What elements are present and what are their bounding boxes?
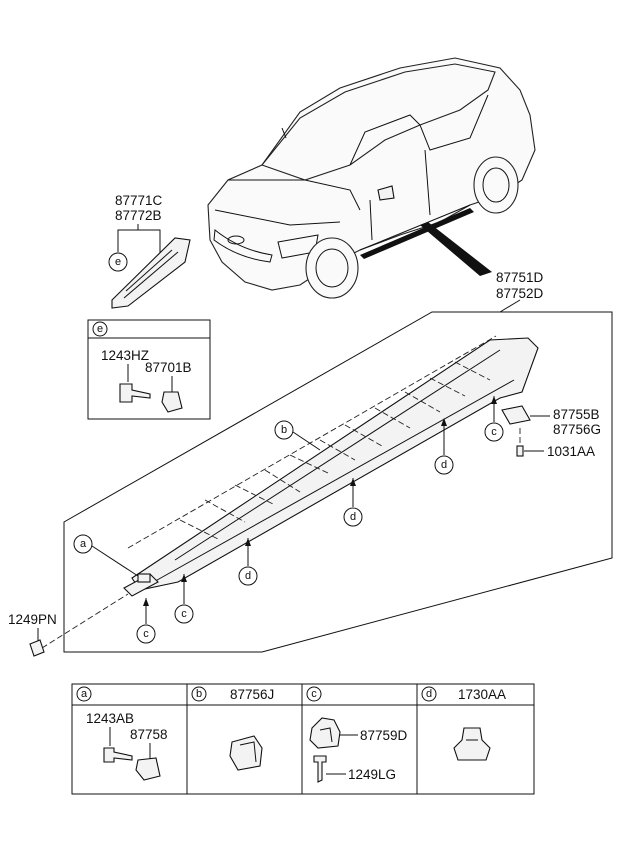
- svg-text:c: c: [143, 628, 149, 640]
- label-87752D: 87752D: [496, 286, 544, 301]
- label-87772B: 87772B: [115, 208, 162, 223]
- svg-text:d: d: [245, 570, 251, 582]
- table-cell-a: a 1243AB 87758: [76, 686, 168, 781]
- svg-text:d: d: [441, 459, 447, 471]
- label-1031AA: 1031AA: [547, 444, 595, 459]
- svg-text:a: a: [81, 688, 88, 700]
- screw-1243AB: [103, 747, 133, 763]
- nut-87758: [135, 757, 161, 781]
- svg-text:d: d: [426, 688, 432, 700]
- svg-text:d: d: [350, 511, 356, 523]
- clip-87759D: [309, 717, 341, 749]
- svg-text:a: a: [80, 538, 87, 550]
- callout-d-group: d d d: [238, 418, 454, 586]
- label-87756J: 87756J: [230, 687, 274, 702]
- label-87751D: 87751D: [496, 270, 544, 285]
- screw-1249PN: [29, 639, 45, 657]
- nut-87701B: [161, 391, 183, 413]
- label-87755B: 87755B: [553, 407, 600, 422]
- clip-1730AA: [453, 727, 491, 761]
- svg-text:c: c: [311, 688, 317, 700]
- clip-1031AA: [516, 445, 524, 457]
- detail-box-e-letter: e: [97, 323, 103, 335]
- label-1249LG: 1249LG: [348, 767, 396, 782]
- side-sill-molding: [123, 335, 539, 597]
- label-87701B: 87701B: [145, 360, 192, 375]
- label-1730AA: 1730AA: [458, 687, 506, 702]
- emblem-group: 87771C 87772B e: [108, 193, 191, 309]
- callout-c-group: c c c: [136, 396, 504, 644]
- side-emblem-part: [111, 237, 191, 309]
- clip-87756J: [229, 735, 263, 771]
- label-87759D: 87759D: [360, 728, 408, 743]
- screw-1249LG: [313, 755, 327, 783]
- assembly-frame: [63, 311, 613, 653]
- screw-1243HZ: [119, 383, 151, 403]
- fastener-table: a 1243AB 87758 b 87756J c 87759D 1: [71, 683, 535, 795]
- label-87758: 87758: [130, 727, 168, 742]
- callout-e-emblem: [108, 252, 128, 272]
- svg-text:c: c: [181, 608, 187, 620]
- end-cap-part: [501, 405, 531, 425]
- table-cell-c: c 87759D 1249LG: [306, 686, 408, 783]
- callout-e-emblem-letter: e: [115, 256, 121, 268]
- label-1243HZ: 1243HZ: [101, 348, 149, 363]
- label-87756G: 87756G: [553, 422, 601, 437]
- detail-box-e: e 1243HZ 87701B: [87, 319, 211, 420]
- car-illustration: [207, 57, 536, 299]
- svg-text:c: c: [491, 426, 497, 438]
- callout-b: [274, 420, 294, 440]
- svg-text:b: b: [196, 688, 202, 700]
- callout-a: [73, 534, 93, 554]
- label-1243AB: 1243AB: [86, 711, 134, 726]
- table-cell-b: b 87756J: [191, 686, 274, 771]
- label-1249PN: 1249PN: [8, 612, 57, 627]
- label-87771C: 87771C: [115, 193, 163, 208]
- table-cell-d: d 1730AA: [421, 686, 506, 761]
- svg-text:b: b: [281, 424, 287, 436]
